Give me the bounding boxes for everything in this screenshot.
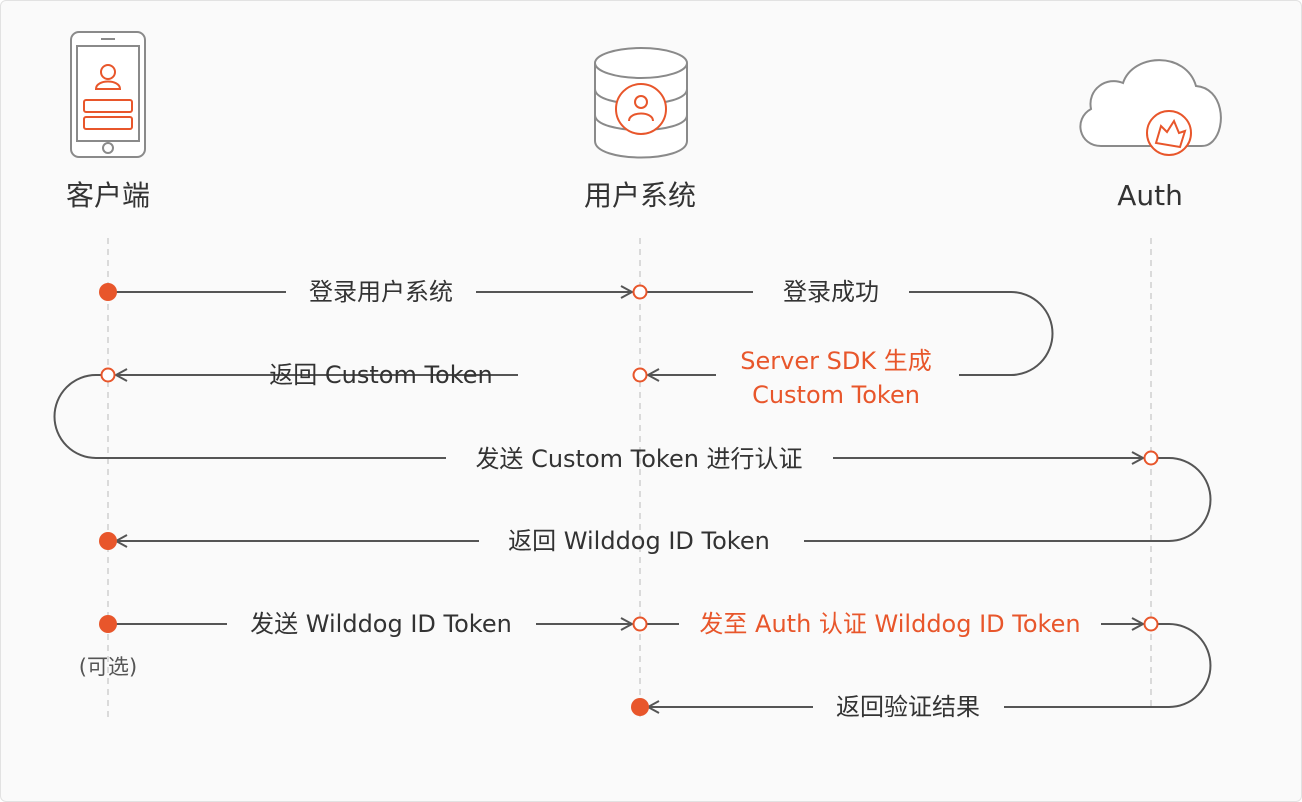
cloud-icon bbox=[1079, 59, 1222, 156]
message-label: 发至 Auth 认证 Wilddog ID Token bbox=[699, 610, 1080, 638]
message-label: 返回 Wilddog ID Token bbox=[508, 527, 770, 555]
message-label: 登录成功 bbox=[783, 278, 879, 306]
activation-dot-filled bbox=[99, 283, 117, 301]
message-return-result: 返回验证结果 bbox=[648, 623, 1212, 721]
activation-dot-open bbox=[1143, 616, 1159, 632]
activation-dot-open bbox=[100, 367, 116, 383]
actor-label-auth: Auth bbox=[1117, 179, 1183, 212]
message-login: 登录用户系统 bbox=[108, 278, 632, 306]
message-login-success: 登录成功 bbox=[640, 278, 1054, 376]
message-return-id-token: 返回 Wilddog ID Token bbox=[116, 457, 1212, 555]
message-label: 返回 Custom Token bbox=[269, 361, 493, 389]
activation-dot-filled bbox=[631, 698, 649, 716]
message-label: 发送 Custom Token 进行认证 bbox=[475, 445, 802, 473]
message-label: 发送 Wilddog ID Token bbox=[250, 610, 512, 638]
phone-icon bbox=[70, 31, 146, 158]
activation-dot-filled bbox=[99, 615, 117, 633]
activation-dot-filled bbox=[99, 532, 117, 550]
optional-label: (可选) bbox=[79, 655, 137, 679]
activation-dot-open bbox=[632, 367, 648, 383]
note-line-1: Server SDK 生成 bbox=[740, 347, 931, 375]
note-line-2: Custom Token bbox=[752, 381, 920, 409]
message-label: 返回验证结果 bbox=[836, 693, 980, 721]
message-send-id-token: 发送 Wilddog ID Token bbox=[108, 610, 632, 638]
activation-dot-open bbox=[632, 284, 648, 300]
wilddog-logo-icon bbox=[1146, 110, 1192, 156]
message-send-custom-token: 发送 Custom Token 进行认证 bbox=[53, 374, 1143, 473]
database-icon bbox=[594, 47, 688, 159]
message-label: 登录用户系统 bbox=[309, 278, 453, 306]
activation-dot-open bbox=[632, 616, 648, 632]
message-return-custom-token: 返回 Custom Token bbox=[116, 361, 518, 389]
note-server-sdk: Server SDK 生成 Custom Token bbox=[648, 347, 932, 409]
actor-label-client: 客户端 bbox=[66, 179, 150, 212]
activation-dot-open bbox=[1143, 450, 1159, 466]
actor-label-user-system: 用户系统 bbox=[584, 179, 696, 212]
message-verify-at-auth: 发至 Auth 认证 Wilddog ID Token bbox=[640, 610, 1143, 638]
